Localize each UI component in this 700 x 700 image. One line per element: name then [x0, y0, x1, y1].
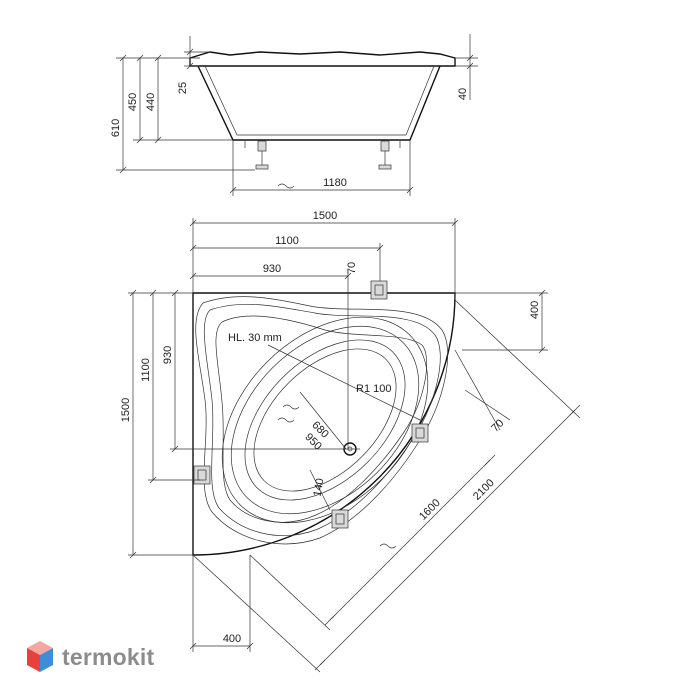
- dim-450: 450: [127, 93, 139, 111]
- dim-610: 610: [110, 119, 122, 137]
- dim-400-bottom: 400: [223, 633, 241, 645]
- fittings: [193, 280, 429, 529]
- dim-40: 40: [457, 88, 469, 100]
- dim-25: 25: [177, 82, 189, 94]
- dim-140: 140: [312, 477, 327, 497]
- radius-label: R1 100: [356, 383, 391, 395]
- dim-930-left: 930: [162, 346, 174, 364]
- dim-930-top: 930: [263, 263, 281, 275]
- dim-1600: 1600: [417, 497, 443, 523]
- brand-name: termokit: [62, 643, 155, 670]
- side-view-legs: [244, 140, 401, 170]
- top-view: 1500 1100 930 70 400 1500 1100 930: [120, 210, 581, 673]
- rim-contour-outer: [195, 296, 448, 545]
- brand-logo: termokit: [26, 637, 154, 677]
- basin: [221, 316, 429, 524]
- side-view-rim: [189, 51, 456, 67]
- dim-1100-top: 1100: [275, 235, 299, 247]
- dim-70-top: 70: [346, 262, 358, 274]
- side-view: 610 450 440 25 40 1180: [110, 34, 478, 196]
- dim-1500-left: 1500: [120, 398, 132, 422]
- top-view-outline: [192, 292, 456, 556]
- cube-logo-icon: [27, 641, 53, 672]
- side-view-body: [197, 65, 441, 141]
- dim-2100: 2100: [471, 477, 497, 503]
- dim-400-right: 400: [529, 301, 541, 319]
- dim-440: 440: [145, 93, 157, 111]
- dim-1180: 1180: [323, 177, 347, 189]
- dim-70-diag: 70: [489, 417, 506, 434]
- headrest-label: HL. 30 mm: [228, 332, 282, 344]
- dim-1500-top: 1500: [313, 210, 337, 222]
- dim-1100-left: 1100: [140, 358, 152, 382]
